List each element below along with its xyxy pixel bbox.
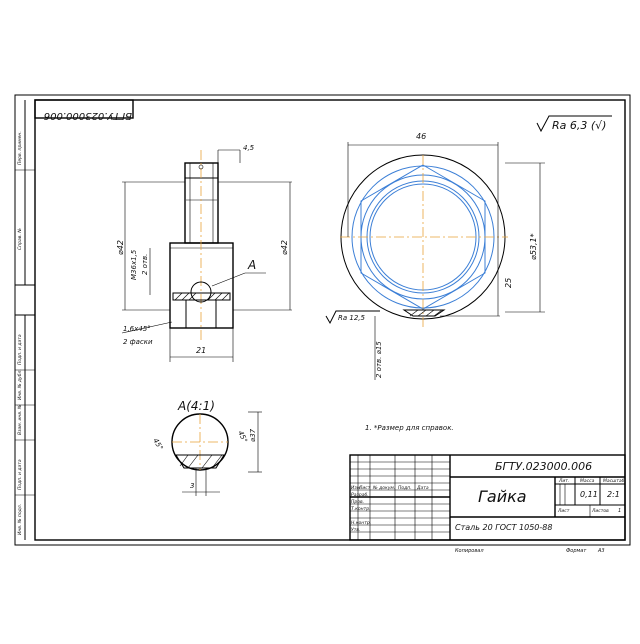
dim-detail-width: 3	[190, 482, 194, 490]
tb-designation: БГТУ.023000.006	[495, 460, 592, 473]
roughness-general: Ra 6,3 (√)	[552, 119, 606, 132]
tb-row-razrab: Разраб.	[351, 492, 369, 498]
tb-header-doc-no: № докум.	[372, 485, 395, 491]
inner-frame	[34, 99, 626, 541]
dim-circ-hole-dia: 2 отв. ⌀15	[375, 341, 383, 378]
margin-text-5: Взам. инв. №	[17, 404, 23, 435]
copied-label: Копировал	[455, 548, 484, 554]
dim-circ-width: 46	[416, 132, 426, 141]
tb-sheets-count: 1	[618, 508, 621, 514]
dim-circ-dia: ⌀53,1*	[529, 233, 538, 260]
dim-front-top-width: 4,5	[243, 144, 255, 152]
margin-text-6: Подп. и дата	[17, 459, 23, 490]
tb-sheets-label: Листов	[591, 508, 609, 514]
tb-header-mass: Масса	[580, 478, 595, 484]
tb-row-tkontr: Т.контр.	[351, 506, 371, 512]
dim-front-length: 21	[196, 346, 206, 355]
margin-text-2: Справ. №	[17, 228, 23, 250]
format-value: А3	[597, 548, 605, 554]
margin-text-3: Подп. и дата	[17, 334, 23, 365]
tb-part-name: Гайка	[478, 487, 527, 506]
tb-mass: 0,11	[580, 490, 598, 499]
tb-header-izm: Изм.	[351, 485, 362, 491]
front-view	[169, 150, 234, 340]
dim-front-right-dia: ⌀42	[280, 240, 289, 255]
format-label: Формат	[566, 548, 587, 554]
circular-view	[340, 154, 508, 330]
section-label-a: A	[247, 258, 256, 272]
tb-row-nkontr: Н.контр.	[351, 520, 371, 526]
outer-frame	[14, 94, 631, 546]
detail-title: A(4:1)	[177, 399, 215, 413]
tb-header-sign: Подп.	[398, 485, 412, 491]
tb-material: Сталь 20 ГОСТ 1050-88	[455, 523, 552, 532]
tb-row-prov: Пров.	[351, 499, 364, 505]
tb-header-date: Дата	[416, 485, 429, 491]
margin-text-1: Перв. примен.	[17, 131, 23, 165]
roughness-symbol-general	[536, 115, 612, 133]
general-note: 1. *Размер для справок.	[365, 424, 454, 432]
dim-detail-dia: ⌀37	[249, 428, 257, 442]
dim-front-chamfer-count: 2 фаски	[123, 338, 153, 346]
dim-front-chamfer: 1,6x45°	[123, 325, 151, 333]
detail-view	[171, 413, 229, 471]
dim-circ-height: 25	[504, 278, 513, 288]
tb-sheet-label: Лист	[557, 508, 570, 514]
tb-scale: 2:1	[607, 490, 620, 499]
tb-header-lit: Лит.	[558, 478, 569, 484]
title-block	[349, 454, 626, 541]
margin-text-7: Инв. № подл.	[17, 504, 23, 535]
dim-front-holes: 2 отв.	[141, 254, 149, 275]
dim-front-left-dia: ⌀42	[116, 240, 125, 255]
designation-rotated: БГТУ.023000.006	[44, 110, 132, 121]
margin-text-4: Инв. № дубл.	[17, 369, 23, 400]
dim-front-thread: M36x1,5	[130, 249, 138, 280]
roughness-symbol-face	[325, 310, 380, 325]
tb-header-list: Лист	[358, 485, 371, 491]
tb-header-scale: Масштаб	[603, 478, 625, 484]
tb-row-utv: Утв.	[351, 527, 360, 533]
roughness-face: Ra 12,5	[338, 314, 366, 322]
